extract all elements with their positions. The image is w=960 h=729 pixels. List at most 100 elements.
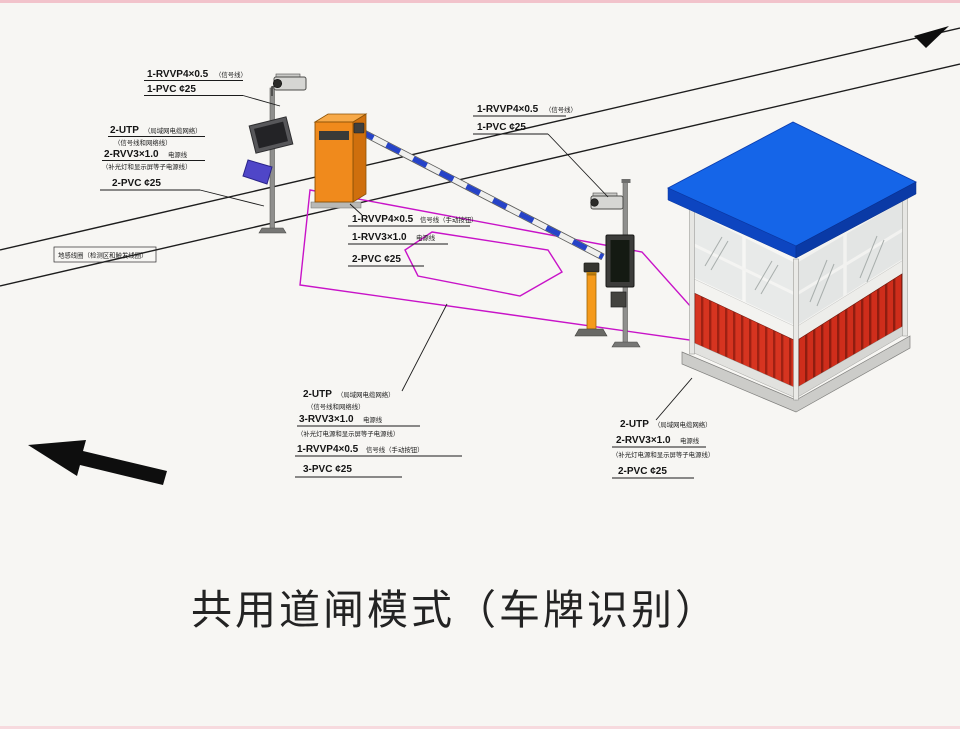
cable-label: 1-RVVP4×0.5 <box>352 214 414 225</box>
boom-white <box>358 128 605 260</box>
cable-note: （信号线和网络线） <box>114 138 172 147</box>
cabinet-display-window <box>319 131 349 140</box>
direction-arrow-large <box>28 440 167 485</box>
booth-left-face <box>690 207 798 399</box>
cable-label: 1-RVV3×1.0 <box>352 232 407 243</box>
window-rail-left <box>691 242 797 296</box>
cable-note: （补光灯电源和显示屏等子电源线） <box>612 450 714 459</box>
cable-label: 2-UTP <box>110 125 139 136</box>
cable-note: （局域网电缆网络） <box>337 390 395 399</box>
callout-lines <box>53 80 706 479</box>
cable-label: 1-RVVP4×0.5 <box>297 444 359 455</box>
post-cap <box>583 262 600 273</box>
booth-column-left <box>689 206 695 355</box>
led-display-2 <box>605 234 635 308</box>
junction-box <box>610 291 627 308</box>
pole-2-cap <box>621 179 631 183</box>
cable-label: 1-PVC ¢25 <box>477 122 526 133</box>
barrier-boom <box>358 127 605 261</box>
boom-hinge <box>353 122 365 134</box>
cable-note: 电源线 <box>168 150 188 159</box>
cable-note: 电源线 <box>416 233 436 242</box>
cable-label: 3-PVC ¢25 <box>303 464 352 475</box>
booth-right-face <box>794 195 907 399</box>
post-collar <box>586 272 597 275</box>
window-rail-right <box>795 227 906 296</box>
post-base <box>574 328 608 337</box>
glass-reflection <box>760 264 779 295</box>
barrier-cabinet <box>310 113 368 209</box>
ground-loop-coil <box>404 231 563 297</box>
led-display-1 <box>248 116 294 154</box>
leader-line <box>242 95 281 107</box>
camera-1-lens-icon <box>272 78 283 89</box>
loop-label-box <box>53 246 157 263</box>
glass-reflection <box>859 235 878 279</box>
barrier-gate <box>310 113 605 261</box>
page-title: 共用道闸模式（车牌识别） <box>191 587 719 633</box>
pole-2-base <box>611 341 641 348</box>
direction-arrow-small <box>914 26 949 48</box>
cable-note: （信号线） <box>545 105 577 114</box>
label-pole1-cables: 2-UTP （局域网电缆网络） （信号线和网络线） 2-RVV3×1.0 电源线… <box>102 125 202 189</box>
cable-label: 1-RVVP4×0.5 <box>477 104 539 115</box>
leader-line <box>401 303 448 392</box>
guard-booth <box>666 121 917 413</box>
camera-2 <box>590 192 624 210</box>
camera-pole-1 <box>242 73 307 234</box>
camera-2-lens-icon <box>590 198 599 207</box>
glass-reflection <box>816 263 835 307</box>
booth-column-right <box>902 195 908 337</box>
booth-roof <box>666 121 917 259</box>
cable-note: 信号线（手动按钮） <box>366 445 424 454</box>
cable-note: （补光灯电源和显示屏等子电源线） <box>297 429 399 438</box>
scan-artifact-top <box>0 0 960 3</box>
cable-label: 2-PVC ¢25 <box>352 254 401 265</box>
manual-button-post <box>574 262 608 337</box>
glass-reflection <box>809 259 828 303</box>
glass-reflection <box>704 236 723 267</box>
cable-note: （局域网电缆网络） <box>144 126 202 135</box>
cable-note: 电源线 <box>363 415 383 424</box>
glass-reflection <box>866 239 885 283</box>
loop-label: 地感线圈（检测区和触发线圈） <box>58 251 147 260</box>
glass-reflection <box>754 260 773 291</box>
road-edge-lower <box>0 63 960 287</box>
led-display-1-screen <box>254 121 288 149</box>
leader-line <box>655 377 693 421</box>
scan-artifact-bottom <box>0 726 960 729</box>
pole-1 <box>269 87 275 231</box>
cable-label: 2-PVC ¢25 <box>112 178 161 189</box>
flood-light <box>242 159 273 185</box>
cable-note: （信号线） <box>215 70 247 79</box>
label-barrier-cables: 1-RVVP4×0.5 信号线（手动按钮） 1-RVV3×1.0 电源线 2-P… <box>352 214 478 265</box>
cable-note: （补光灯和显示屏等子电源线） <box>102 162 191 171</box>
cable-label: 2-UTP <box>620 419 649 430</box>
glass-reflection <box>710 240 729 271</box>
cable-label: 1-RVVP4×0.5 <box>147 69 209 80</box>
cable-label: 3-RVV3×1.0 <box>299 414 354 425</box>
road-edge-upper <box>0 27 960 251</box>
label-camera1-cables: 1-RVVP4×0.5 （信号线） 1-PVC ¢25 <box>147 69 247 95</box>
label-island-cables: 2-UTP （局域网电缆网络） （信号线和网络线） 3-RVV3×1.0 电源线… <box>297 389 424 475</box>
cable-note: （信号线和网络线） <box>307 402 365 411</box>
label-ground-loop: 地感线圈（检测区和触发线圈） <box>58 251 147 260</box>
leader-line <box>547 133 609 198</box>
leader-line <box>199 189 265 207</box>
leader-line <box>349 203 363 216</box>
booth-column-front <box>793 258 799 401</box>
camera-1 <box>271 73 307 96</box>
cable-label: 2-RVV3×1.0 <box>104 149 159 160</box>
label-camera2-cables: 1-RVVP4×0.5 （信号线） 1-PVC ¢25 <box>477 104 577 133</box>
label-booth-cables: 2-UTP （局域网电缆网络） 2-RVV3×1.0 电源线 （补光灯电源和显示… <box>612 419 714 477</box>
led-display-2-screen <box>610 240 630 282</box>
cable-label: 2-RVV3×1.0 <box>616 435 671 446</box>
cable-label: 2-PVC ¢25 <box>618 466 667 477</box>
road-lines <box>0 27 960 287</box>
cable-note: 电源线 <box>680 436 700 445</box>
pole-1-base <box>258 227 287 234</box>
roof-fascia-right <box>795 181 917 259</box>
cable-label: 2-UTP <box>303 389 332 400</box>
